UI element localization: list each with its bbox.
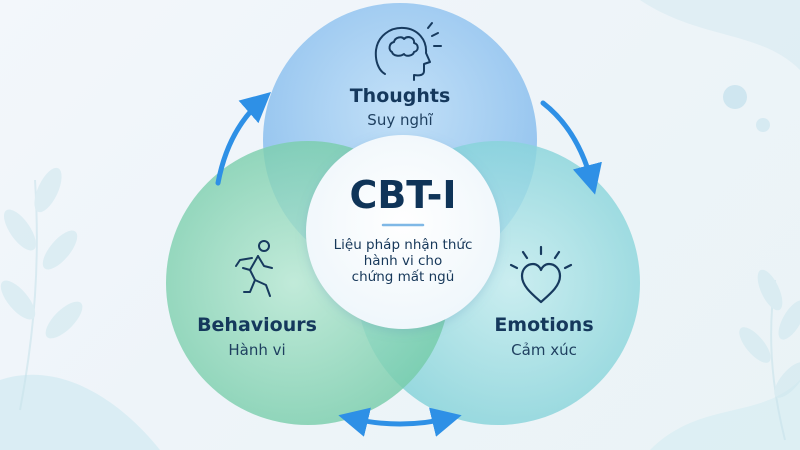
thoughts-subtitle: Suy nghĩ [367,111,433,129]
emotions-subtitle: Cảm xúc [511,341,577,359]
center-node: CBT-I Liệu pháp nhận thức hành vi cho ch… [306,135,500,329]
behaviours-node: Behaviours Hành vi [197,240,317,359]
thoughts-title: Thoughts [350,85,451,107]
center-description-line-1: Liệu pháp nhận thức [334,237,473,253]
center-title: CBT-I [349,173,456,217]
arrow-thoughts-to-emotions [540,100,602,195]
arrow-behaviours-to-thoughts [215,92,271,186]
center-description-line-3: chứng mất ngủ [352,269,455,285]
behaviours-subtitle: Hành vi [228,341,285,359]
brain-head-icon [374,22,442,81]
leaf-branch-right-icon [739,269,800,441]
emotions-node: Emotions Cảm xúc [494,245,594,359]
arrow-behaviours-emotions [338,407,462,437]
behaviours-title: Behaviours [197,314,317,336]
leaf-branch-left-icon [0,167,83,411]
heart-icon [509,245,573,304]
thoughts-node: Thoughts Suy nghĩ [350,22,451,129]
emotions-title: Emotions [494,314,593,336]
center-description-line-2: hành vi cho [364,253,443,269]
running-person-icon [235,240,273,297]
